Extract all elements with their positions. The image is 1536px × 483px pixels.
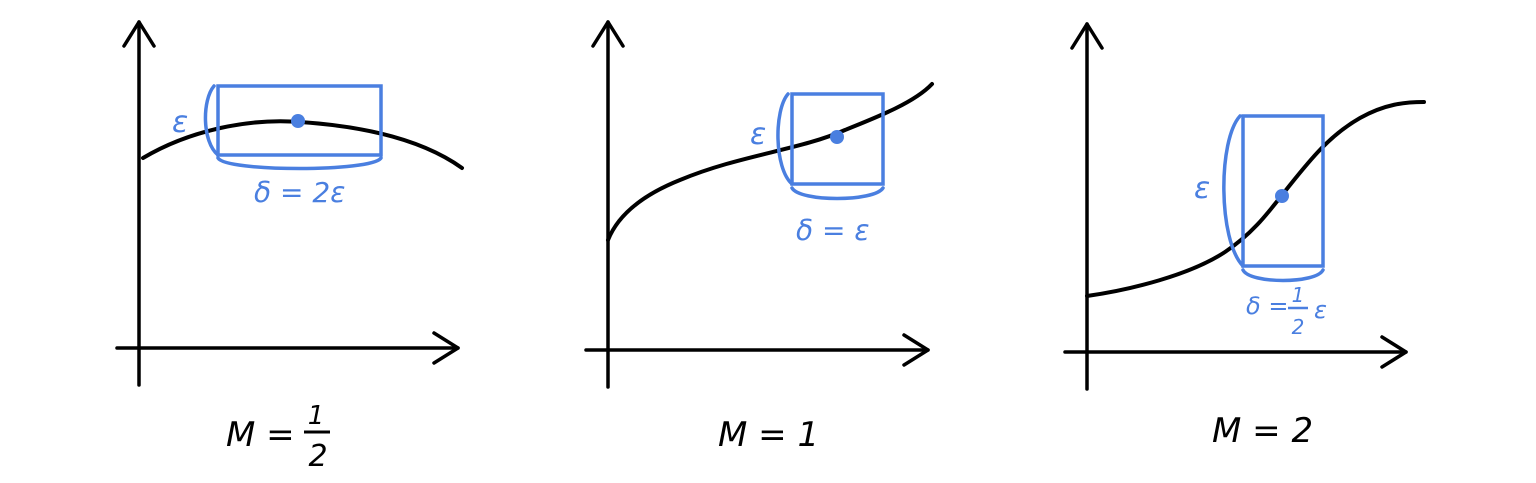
epsilon-brace	[776, 92, 794, 186]
window-rect	[1241, 114, 1325, 268]
delta-label: δ = 2ε	[254, 176, 345, 209]
epsilon-delta-box-panel-1	[203, 84, 383, 171]
point-panel-3	[1275, 189, 1289, 203]
epsilon-brace	[203, 84, 220, 157]
delta-brace	[790, 186, 885, 201]
caption-denominator: 2	[308, 439, 327, 474]
panel-m-half: ε δ = 2ε M = 1 2	[115, 20, 464, 474]
delta-label-prefix: δ =	[1246, 292, 1288, 320]
panel-m-one: ε δ = ε M = 1	[584, 20, 934, 455]
x-axis-arrowhead	[1380, 335, 1408, 369]
delta-label-panel-3: δ = 1 2 ε	[1246, 283, 1327, 339]
x-axis-arrowhead	[902, 333, 930, 367]
delta-fraction-numerator: 1	[1292, 283, 1305, 307]
caption-panel-2: M = 1	[718, 415, 819, 455]
delta-brace	[216, 156, 383, 171]
delta-label: δ = ε	[796, 214, 870, 247]
point-panel-2	[830, 130, 844, 144]
curve-panel-1	[141, 119, 464, 170]
point-panel-1	[291, 114, 305, 128]
delta-brace	[1241, 268, 1325, 283]
window-rect	[216, 84, 383, 157]
x-axis-arrowhead	[432, 331, 460, 365]
epsilon-label: ε	[750, 117, 766, 152]
epsilon-delta-box-panel-3	[1222, 114, 1325, 283]
y-axis-arrowhead	[591, 20, 625, 48]
epsilon-delta-box-panel-2	[776, 92, 885, 201]
caption-numerator: 1	[308, 401, 325, 431]
caption-prefix: M =	[226, 415, 295, 455]
delta-fraction-denominator: 2	[1292, 315, 1305, 339]
caption-panel-1: M = 1 2	[226, 401, 330, 474]
curve-panel-2	[606, 82, 934, 242]
y-axis-arrowhead	[1070, 22, 1104, 50]
axes-panel-2	[584, 20, 930, 389]
epsilon-brace	[1222, 114, 1245, 268]
caption-panel-3: M = 2	[1212, 411, 1313, 451]
axes-panel-1	[115, 20, 460, 387]
y-axis-arrowhead	[122, 20, 156, 48]
panel-m-two: ε δ = 1 2 ε M = 2	[1063, 22, 1426, 451]
window-rect	[790, 92, 885, 186]
epsilon-label: ε	[1194, 171, 1210, 206]
delta-label-suffix: ε	[1314, 296, 1327, 324]
axes-panel-3	[1063, 22, 1408, 391]
epsilon-label: ε	[172, 105, 188, 140]
